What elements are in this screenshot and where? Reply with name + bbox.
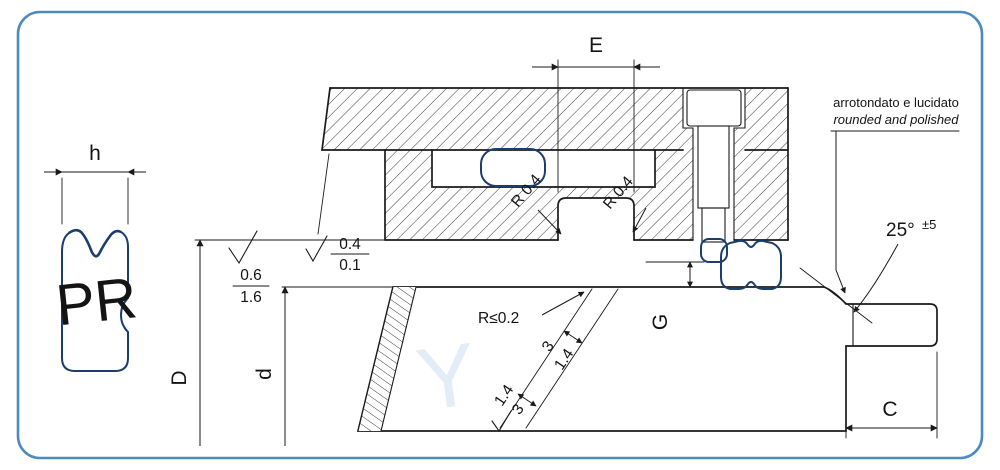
label-C: C: [882, 398, 897, 421]
housing-section: [321, 87, 789, 241]
drawing-border: [16, 10, 984, 460]
roughness2-upper: 0.6: [240, 267, 262, 284]
label-G: G: [649, 314, 672, 330]
roughness2-lower: 1.6: [240, 289, 262, 306]
pin-tip: [701, 207, 726, 243]
o-ring-seal: [480, 148, 546, 187]
label-angle: 25°: [886, 220, 915, 241]
pin-seal-ring: [700, 238, 728, 263]
dim-E: E: [532, 34, 660, 193]
watermark-under: Y: [411, 323, 483, 429]
watermark-letters: PR: [53, 265, 140, 338]
label-h: h: [89, 142, 101, 165]
label-D: D: [168, 370, 191, 385]
dim-h: h: [44, 142, 146, 225]
rod-break-hatch: [358, 287, 416, 431]
note-italian: arrotondato e lucidato: [833, 95, 959, 110]
pin-seal: [700, 238, 728, 263]
label-angle-tolerance: ±5: [922, 217, 936, 232]
roughness-callout-2: 0.6 1.6: [228, 230, 270, 306]
housing-hatch: [322, 88, 788, 240]
seal-groove-outline: [557, 197, 635, 241]
roughness1-lower: 0.1: [339, 257, 361, 274]
u-cup-lip-accent: [68, 228, 122, 258]
chamfer-lower-value-2: 3: [509, 401, 528, 418]
pin-shaft: [697, 125, 730, 209]
dim-C: C: [845, 351, 938, 439]
angle-callout: 25° ±5: [799, 217, 936, 324]
static-seal: [480, 148, 546, 187]
static-groove-outline: [431, 149, 656, 188]
watermark-letter: Y: [411, 323, 483, 429]
label-E: E: [589, 34, 603, 57]
note-english: rounded and polished: [833, 112, 959, 127]
finish-note: arrotondato e lucidato rounded and polis…: [830, 95, 960, 294]
roughness-callout-1: 0.4 0.1: [305, 153, 370, 274]
x-ring-seal: [720, 239, 782, 290]
left-seal-cross-section: [61, 228, 129, 372]
dim-D: D: [168, 239, 204, 446]
chamfer-upper-value-1: 3: [539, 338, 558, 355]
rod-section: [194, 239, 938, 432]
watermark-over: PR: [53, 265, 140, 338]
label-d: d: [253, 368, 276, 380]
dim-d: d: [253, 286, 289, 446]
dim-G: G: [645, 261, 705, 330]
pin-head: [686, 89, 742, 127]
rod-outline: [356, 286, 938, 432]
surface-finish-icon: [305, 235, 328, 263]
wiper-seal: [720, 239, 782, 290]
label-radius-max: R≤0.2: [478, 310, 519, 327]
surface-finish-icon: [228, 230, 258, 265]
pin-bore-outline: [682, 87, 746, 241]
roughness1-upper: 0.4: [339, 236, 361, 253]
retaining-pin: [686, 89, 742, 243]
surface-finish-icon: [491, 410, 512, 433]
